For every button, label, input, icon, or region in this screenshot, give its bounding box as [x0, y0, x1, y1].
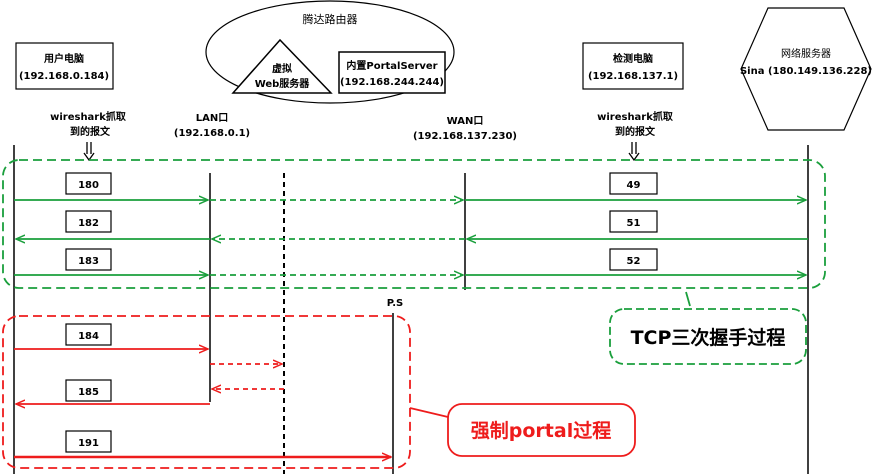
- lan-label: LAN口: [196, 113, 228, 124]
- tcp-callout-label: TCP三次握手过程: [631, 326, 786, 349]
- portal-callout-pointer: [409, 407, 449, 418]
- capture-arrow-right: [628, 142, 640, 162]
- svg-text:49: 49: [627, 180, 641, 191]
- packet-box-49: 49: [609, 172, 658, 195]
- packet-box-183: 183: [65, 248, 112, 271]
- network-server-line1: 网络服务器: [781, 47, 831, 60]
- wireshark-left-line1: wireshark抓取: [50, 110, 127, 123]
- detect-pc-line2: (192.168.137.1): [588, 71, 678, 82]
- network-server-line2: Sina (180.149.136.228): [740, 66, 872, 77]
- virtual-web-line2: Web服务器: [255, 77, 311, 90]
- wireshark-right-line2: 到的报文: [615, 125, 656, 138]
- svg-text:185: 185: [78, 387, 99, 398]
- portal-server-line2: (192.168.244.244): [340, 77, 444, 88]
- svg-text:191: 191: [78, 438, 99, 449]
- green-arrows: [14, 200, 808, 275]
- network-server-hexagon: [740, 7, 872, 131]
- virtual-web-server-triangle: [231, 38, 333, 94]
- svg-text:51: 51: [627, 218, 641, 229]
- packet-box-52: 52: [609, 248, 658, 271]
- user-pc-line1: 用户电脑: [43, 52, 84, 65]
- ps-label: P.S: [387, 298, 404, 309]
- tcp-callout-pointer: [685, 291, 691, 307]
- wireshark-left-line2: 到的报文: [70, 125, 111, 138]
- user-pc-line2: (192.168.0.184): [19, 71, 109, 82]
- detect-pc-box: [582, 42, 684, 90]
- packet-box-51: 51: [609, 210, 658, 233]
- tcp-callout-box: [609, 308, 807, 365]
- svg-text:184: 184: [78, 331, 99, 342]
- tcp-handshake-group: [2, 159, 826, 289]
- svg-text:183: 183: [78, 256, 99, 267]
- capture-arrow-left: [83, 142, 95, 162]
- red-arrows: [14, 349, 391, 457]
- svg-text:52: 52: [627, 256, 641, 267]
- svg-text:182: 182: [78, 218, 99, 229]
- packet-box-184: 184: [65, 323, 112, 346]
- portal-server-line1: 内置PortalServer: [346, 59, 437, 72]
- packet-box-180: 180: [65, 172, 112, 195]
- wireshark-right-line1: wireshark抓取: [597, 110, 674, 123]
- portal-callout-label: 强制portal过程: [471, 419, 611, 442]
- user-pc-box: [15, 42, 114, 90]
- portal-process-group: [2, 315, 411, 469]
- svg-text:180: 180: [78, 180, 99, 191]
- router-title: 腾达路由器: [303, 12, 358, 26]
- packet-box-182: 182: [65, 210, 112, 233]
- lan-ip: (192.168.0.1): [174, 128, 250, 139]
- portal-callout-box: [447, 403, 636, 457]
- packet-box-185: 185: [65, 379, 112, 402]
- virtual-web-line1: 虚拟: [272, 62, 292, 75]
- portal-server-box: [338, 51, 446, 94]
- wan-ip: (192.168.137.230): [413, 131, 517, 142]
- detect-pc-line1: 检测电脑: [613, 52, 653, 65]
- packet-box-191: 191: [65, 430, 112, 453]
- wan-label: WAN口: [447, 116, 484, 127]
